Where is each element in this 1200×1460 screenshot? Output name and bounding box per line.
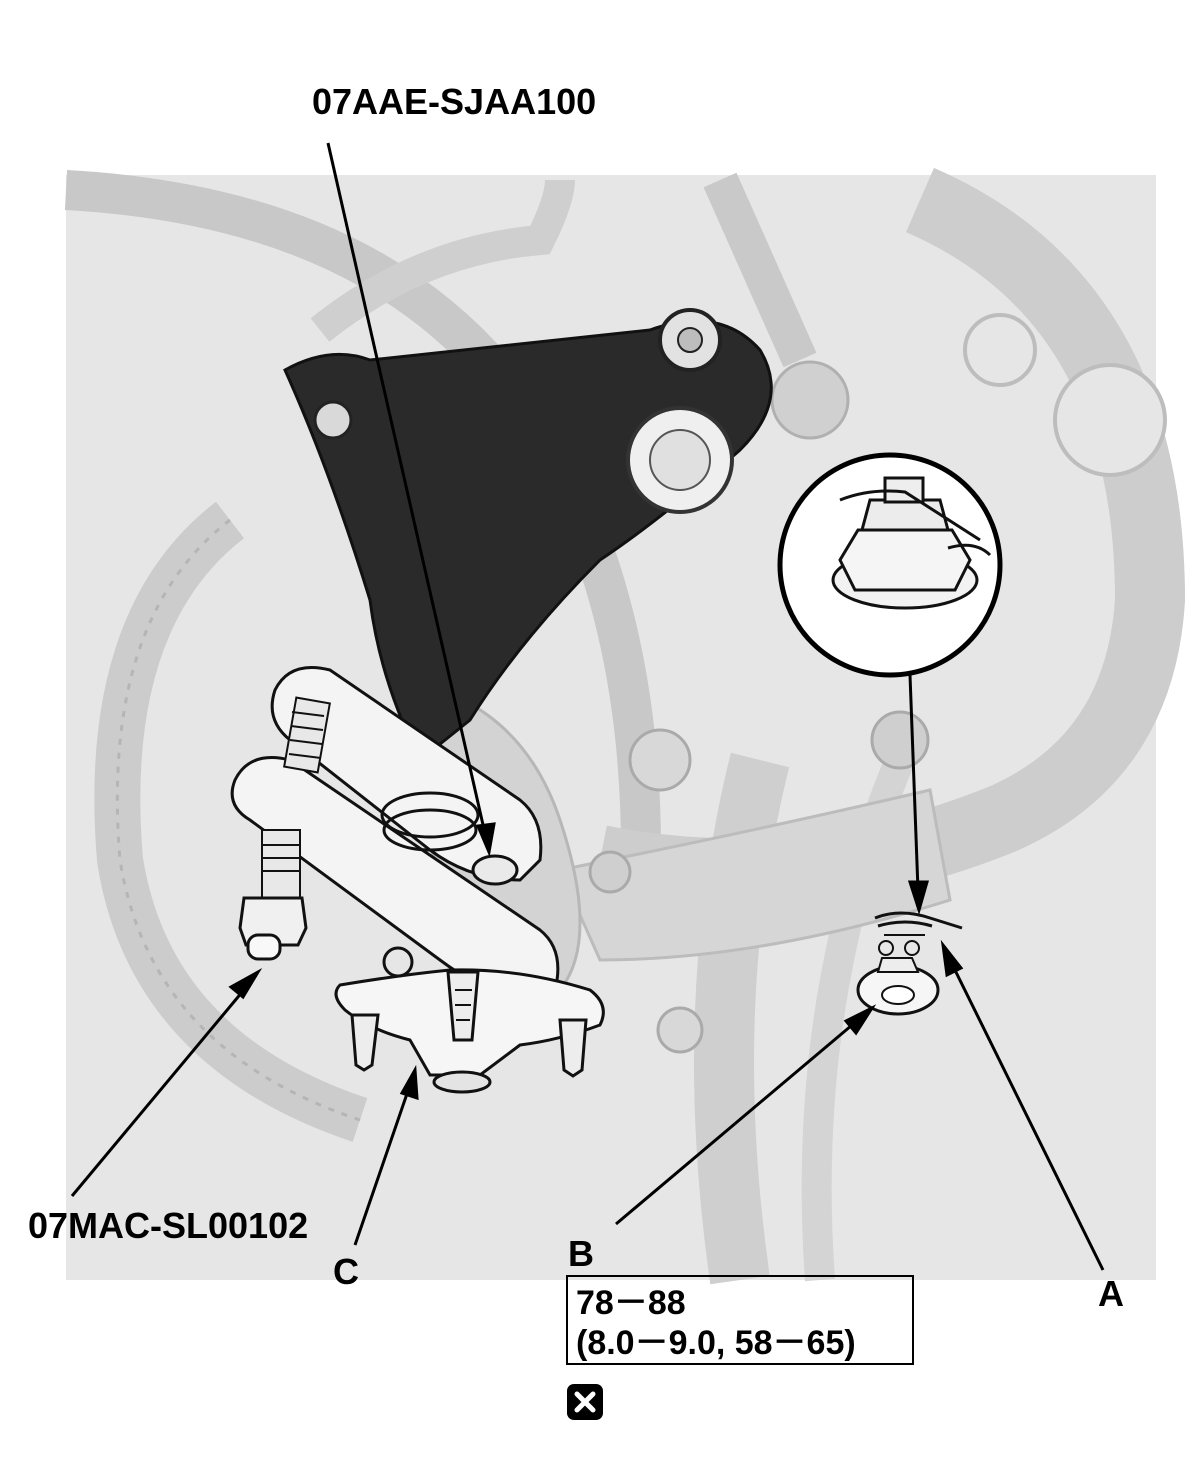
replace-part-icon	[567, 1384, 603, 1420]
upper-control-arm	[283, 308, 773, 763]
detail-view-circle	[777, 452, 1003, 678]
torque-spec-units: (8.0－9.0, 58－65)	[576, 1324, 856, 1362]
ball-joint-remover-tool	[230, 666, 560, 1002]
tool-number-bottom-label: 07MAC-SL00102	[28, 1205, 309, 1246]
callout-a-label: A	[1098, 1273, 1124, 1314]
cotter-pin-a	[874, 911, 963, 936]
torque-spec-box: 78－88 (8.0－9.0, 58－65)	[566, 1275, 914, 1365]
castle-nut-b	[856, 940, 940, 1016]
attachment-c	[334, 946, 605, 1094]
torque-spec-value: 78－88	[576, 1284, 686, 1322]
leader-lines	[70, 142, 1105, 1271]
callout-c-label: C	[333, 1251, 359, 1292]
callout-b-label: B	[568, 1233, 594, 1274]
tool-number-top-label: 07AAE-SJAA100	[312, 81, 597, 122]
